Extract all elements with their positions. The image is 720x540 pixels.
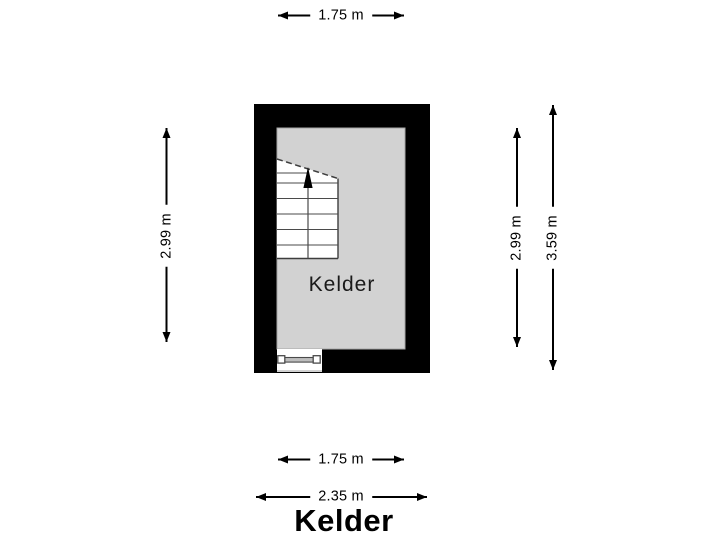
stairs-up-arrow-icon: [303, 167, 313, 188]
room-kelder: [254, 104, 430, 373]
page-title: Kelder: [294, 503, 394, 538]
dimension-label-top-width: 1.75 m: [310, 5, 372, 26]
window-icon: [277, 349, 322, 372]
dimension-label-bottom-inner-width: 1.75 m: [310, 449, 372, 470]
window-post-left: [277, 355, 286, 364]
window-post-right: [312, 355, 321, 364]
dimension-label-right-outer-height: 3.59 m: [542, 207, 564, 269]
room-label: Kelder: [308, 273, 376, 296]
dimension-label-left-height: 2.99 m: [156, 205, 177, 267]
dimension-label-right-inner-height: 2.99 m: [506, 207, 528, 269]
staircase-cut-line: [276, 158, 339, 180]
staircase-icon: [276, 158, 339, 260]
dimension-label-bottom-outer-width: 2.35 m: [310, 486, 372, 508]
window-pane: [283, 356, 315, 363]
